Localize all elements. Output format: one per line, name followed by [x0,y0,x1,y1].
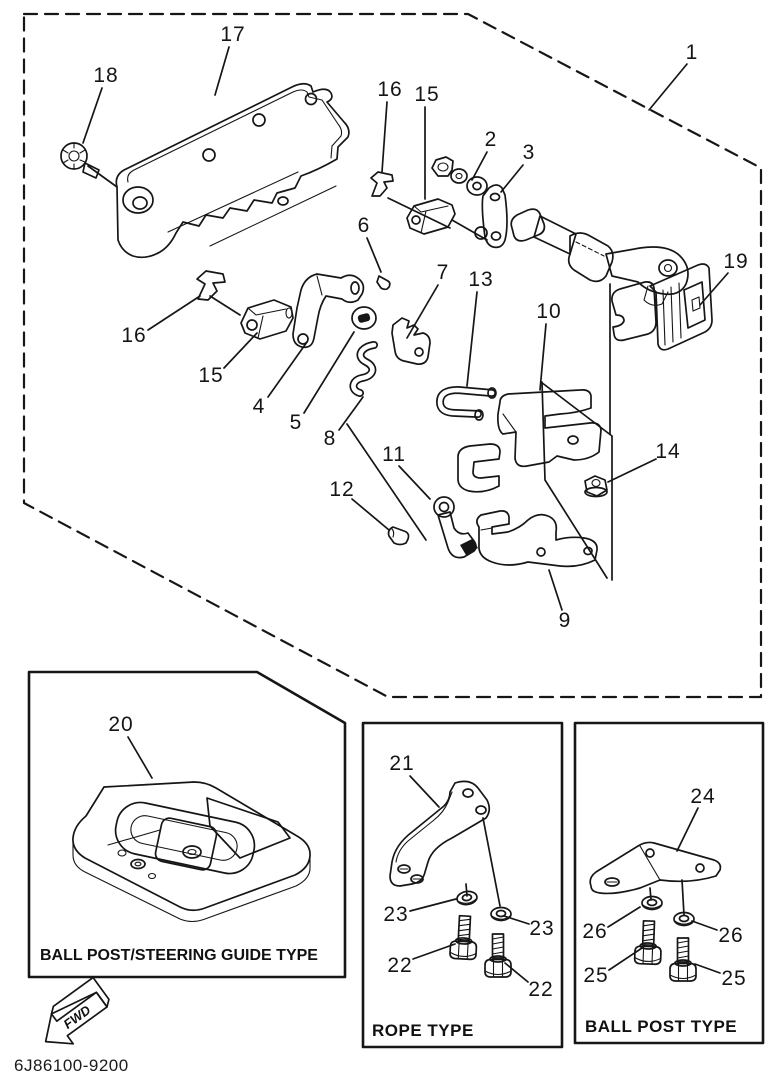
part-25-bolt-right-drawing [669,937,697,982]
part-20-plate-drawing [73,782,310,922]
part-callout-13: 13 [468,268,494,291]
shaft-lever-assembly-drawing [511,209,688,305]
part-callout-22: 22 [387,954,413,977]
part-callout-23: 23 [529,917,555,940]
part-15-left-swivel-drawing [241,300,293,339]
part-callout-16: 16 [121,324,147,347]
part-2-washer-drawing [467,177,487,195]
part-17-housing-cover-drawing [116,84,349,258]
part-callout-5: 5 [289,411,303,434]
part-callout-25: 25 [583,964,609,987]
caption-ball-post-type: BALL POST TYPE [585,1017,738,1036]
caption-rope-type: ROPE TYPE [372,1021,474,1040]
part-15-upper-swivel-drawing [407,157,467,234]
ball-post-type-box [575,723,763,1043]
part-13-clamp-drawing [440,388,496,420]
part-callout-4: 4 [252,395,266,418]
part-callout-21: 21 [389,752,415,775]
part-16-upper-clip-drawing [371,172,393,196]
part-21-bracket-drawing [390,781,489,886]
part-callout-26: 26 [582,920,608,943]
part-callout-9: 9 [558,609,572,632]
part-6-pin-drawing [377,276,390,289]
part-callout-15: 15 [198,364,224,387]
part-18-knob-drawing [61,143,99,178]
part-callout-20: 20 [108,713,134,736]
part-callout-6: 6 [357,214,371,237]
part-4-lever-drawing [293,274,363,347]
part-callout-15: 15 [414,83,440,106]
part-16-left-clip-drawing [197,271,225,300]
callout-leader-lines [83,47,728,982]
part-callout-3: 3 [522,141,536,164]
part-callout-2: 2 [484,128,498,151]
cable-guide-hook-drawing [458,444,500,492]
part-5-grommet-drawing [352,307,376,329]
part-callout-11: 11 [382,443,406,466]
part-23-washer-right-drawing [490,906,512,922]
part-callout-1: 1 [685,41,699,64]
part-25-bolt-left-drawing [633,919,663,966]
part-callout-12: 12 [329,478,355,501]
ball-post-steering-guide-box [29,672,345,977]
part-7-latch-drawing [392,318,430,364]
construction-lines [88,166,684,915]
main-assembly-dashed-border [24,14,761,697]
drawing-number: 6J86100-9200 [14,1056,129,1075]
part-callout-17: 17 [220,23,246,46]
part-callout-16: 16 [377,78,403,101]
part-14-nut-drawing [585,476,607,497]
part-callout-19: 19 [723,250,749,273]
part-8-s-link-drawing [353,345,374,393]
part-callout-22: 22 [528,978,554,1001]
rope-type-box [363,723,562,1047]
caption-ball-post-steering-guide-type: BALL POST/STEERING GUIDE TYPE [40,947,318,964]
part-callout-25: 25 [721,967,747,990]
part-11-lever-drawing [434,497,478,558]
part-callout-8: 8 [323,427,337,450]
part-22-bolt-right-drawing [484,933,512,978]
part-callout-14: 14 [655,440,681,463]
part-10-bracket-drawing [498,390,601,466]
part-12-pin-drawing [389,527,409,545]
part-24-bracket-drawing [590,842,720,893]
part-callout-7: 7 [436,261,450,284]
part-26-washer-left-drawing [641,895,663,911]
fwd-arrow: FWD [32,978,118,1057]
part-9-bracket-drawing [477,511,597,567]
part-19-switch-drawing [612,264,712,350]
part-callout-10: 10 [536,300,562,323]
part-22-bolt-left-drawing [448,914,479,961]
part-callout-23: 23 [383,903,409,926]
part-callout-24: 24 [690,785,716,808]
part-callout-18: 18 [93,64,119,87]
part-3-link-drawing [475,185,507,247]
part-callout-26: 26 [718,924,744,947]
